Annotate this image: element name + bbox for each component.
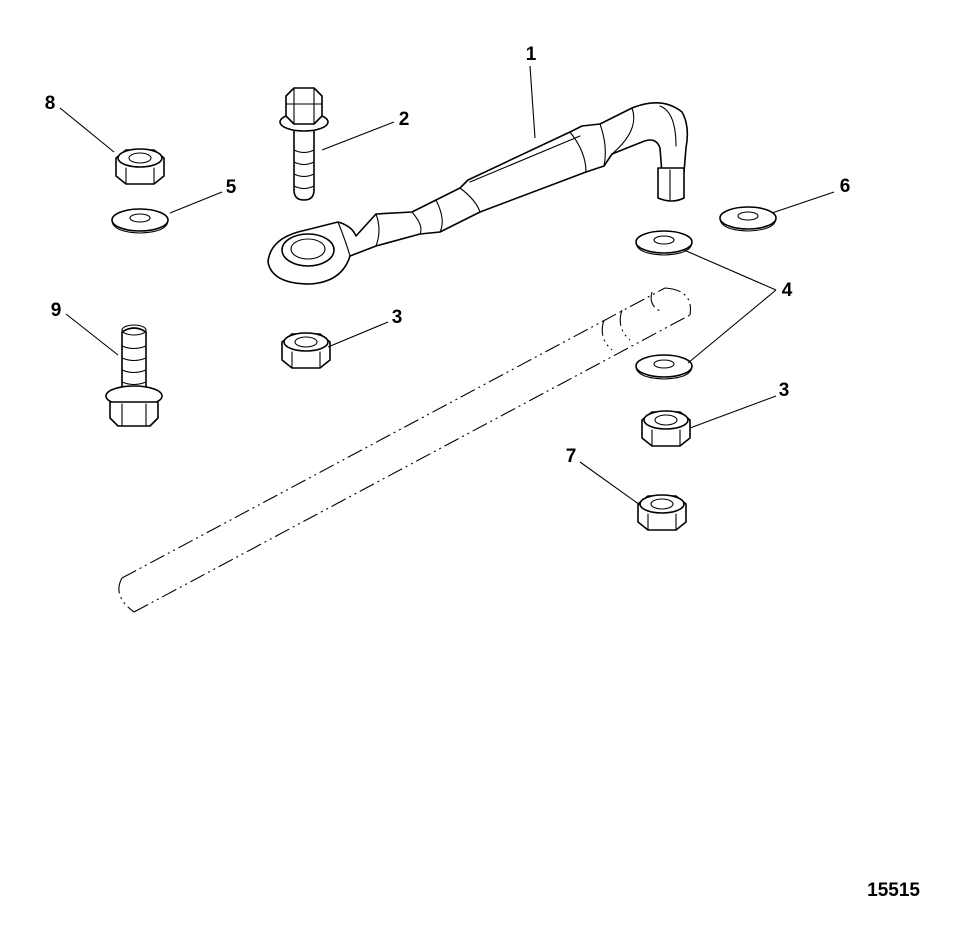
phantom-shaft	[118, 287, 692, 613]
figure-number: 15515	[867, 880, 920, 901]
callout-8: 8	[45, 93, 56, 114]
callout-9: 9	[51, 300, 62, 321]
callout-6: 6	[840, 176, 851, 197]
washer-5	[111, 208, 169, 234]
callout-5: 5	[226, 177, 237, 198]
flanged-bolt	[279, 87, 329, 201]
washer-4-lower	[635, 354, 693, 380]
nut-3-lower	[641, 410, 691, 447]
callout-1: 1	[526, 44, 537, 65]
washer-6	[719, 206, 777, 232]
callout-7: 7	[566, 446, 577, 467]
callout-3-lower: 3	[779, 380, 790, 401]
flanged-bolt-inverted	[105, 324, 163, 427]
nut-3-upper	[281, 332, 331, 369]
nut-8	[115, 148, 165, 185]
link-rod	[267, 102, 689, 285]
callout-labels: 1 2 8 5 9 3 6 4 3 7	[45, 44, 851, 467]
nut-7	[637, 494, 687, 531]
callout-3-upper: 3	[392, 307, 403, 328]
callout-2: 2	[399, 109, 410, 130]
leader-lines	[59, 65, 835, 506]
callout-4: 4	[782, 280, 793, 301]
washer-4-upper	[635, 230, 693, 256]
